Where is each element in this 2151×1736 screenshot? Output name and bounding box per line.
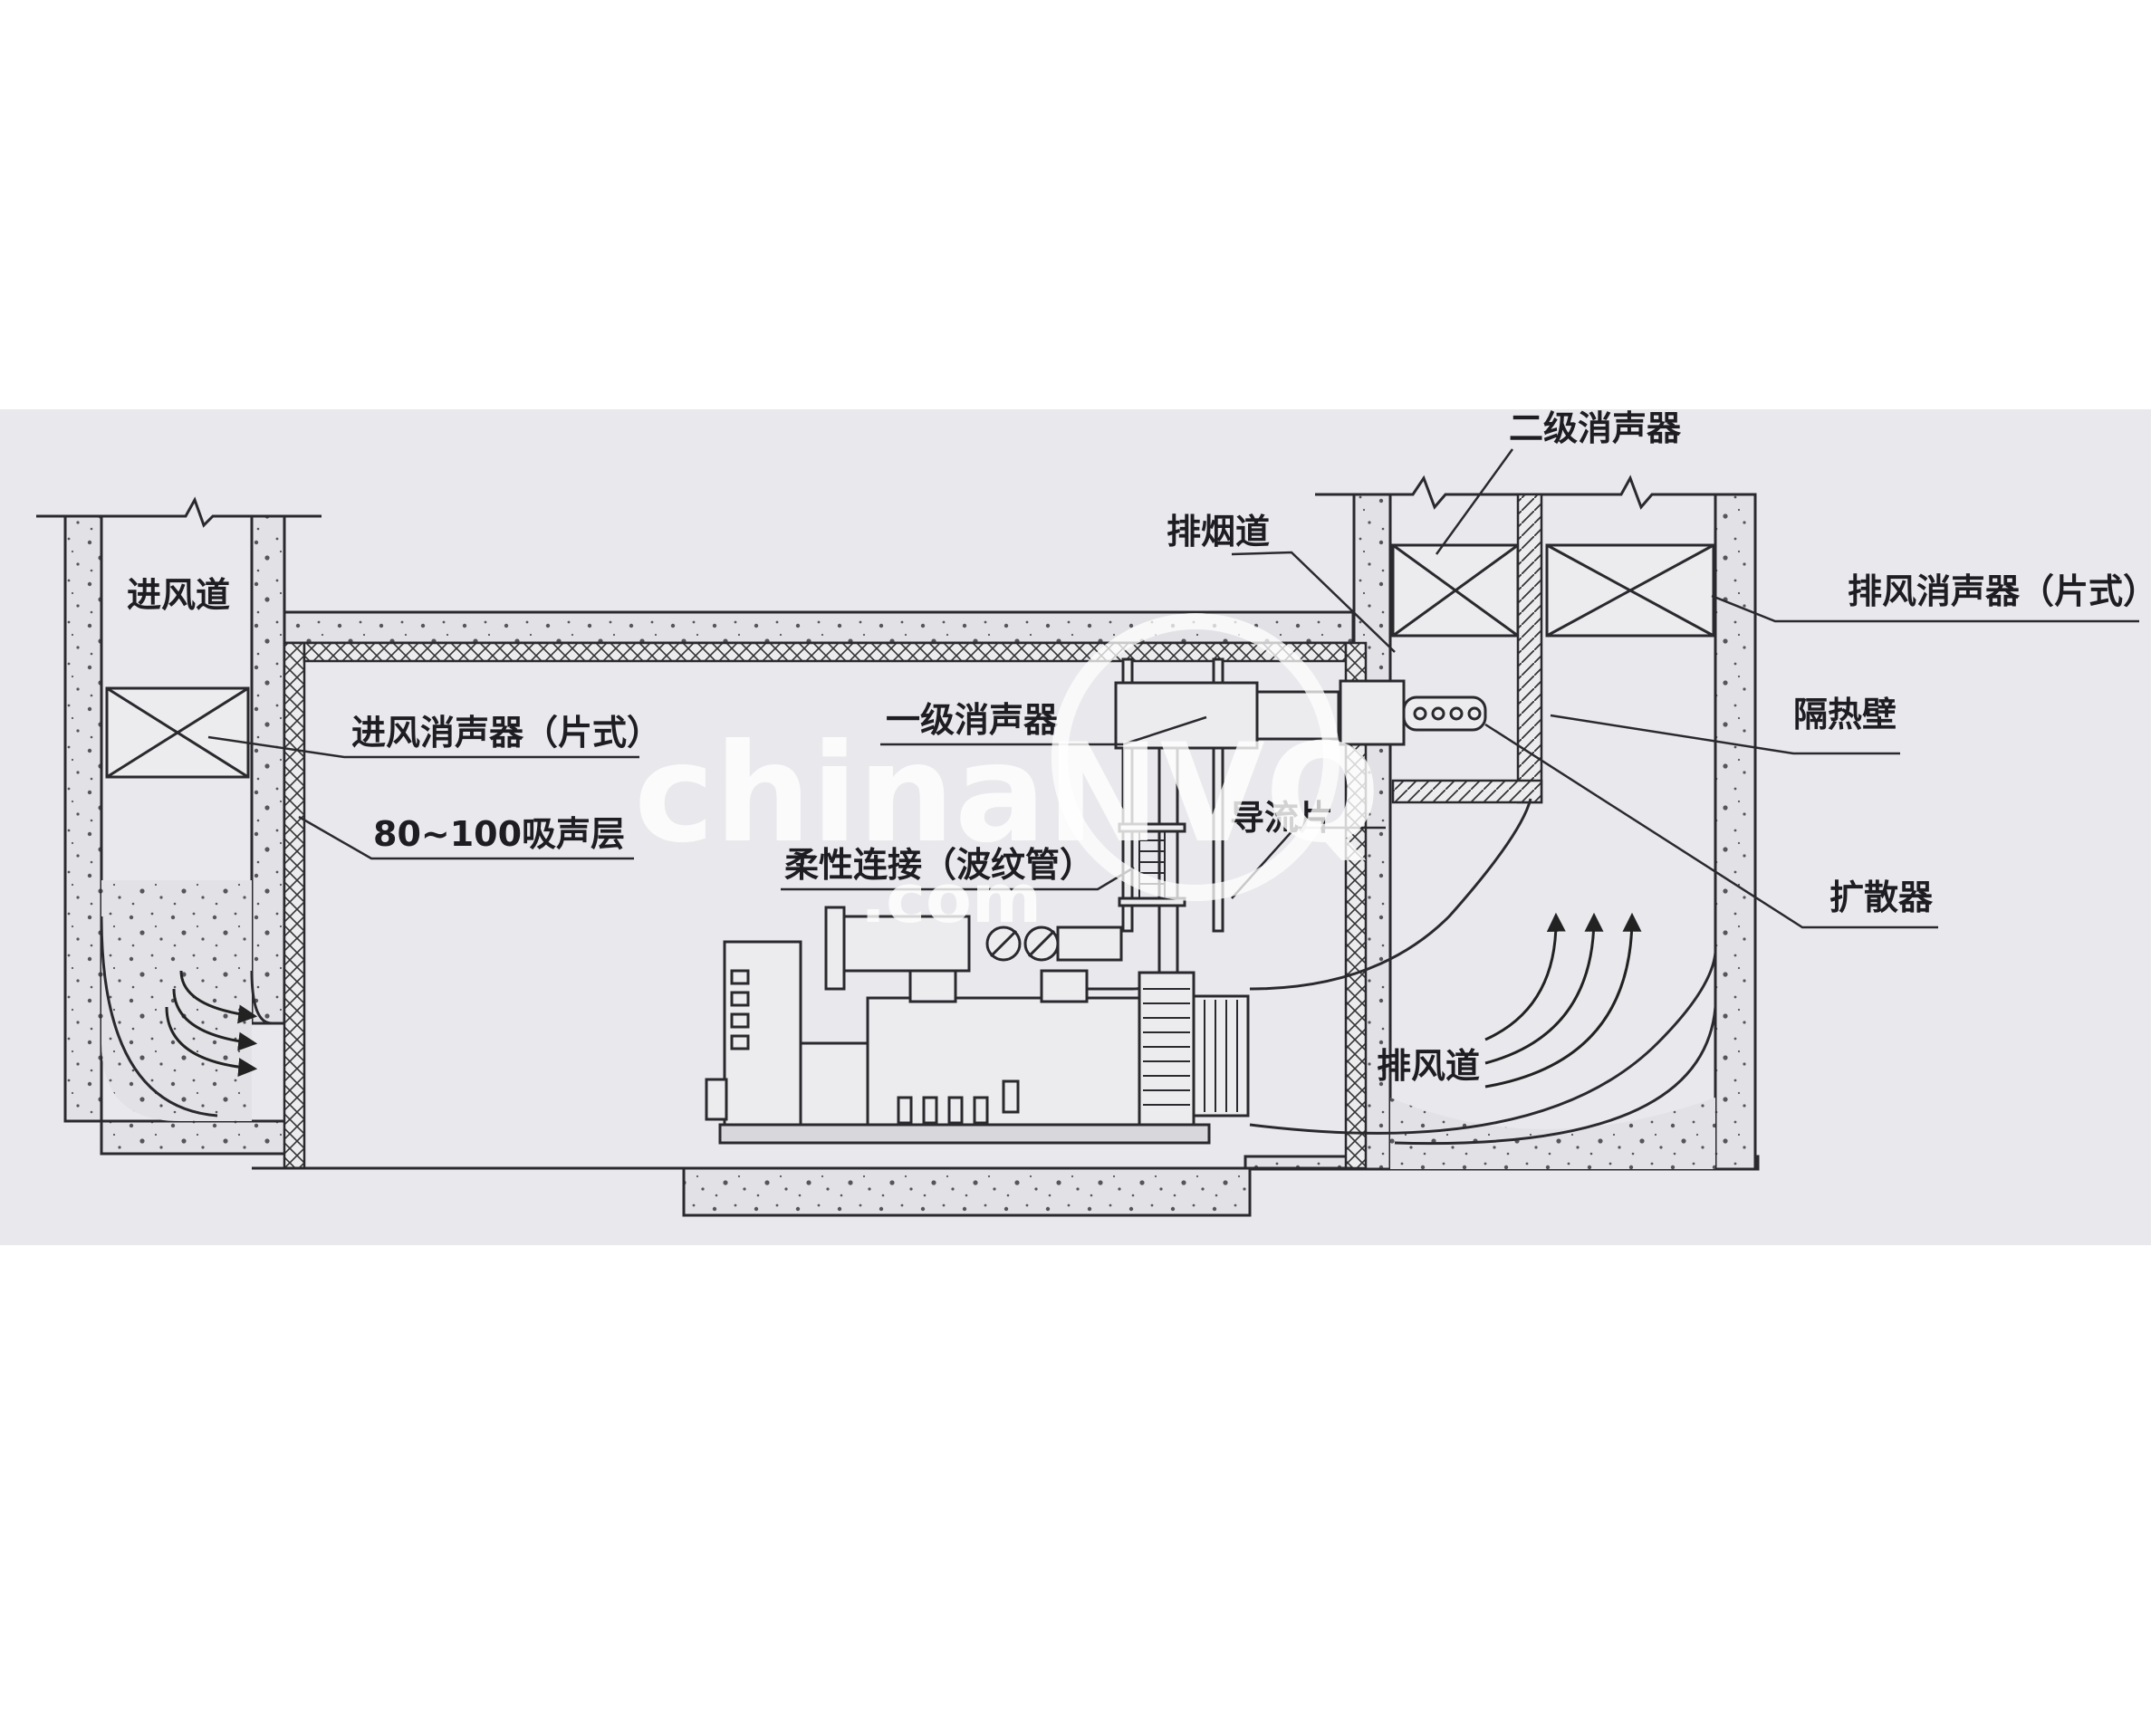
label-intake-duct: 进风道: [127, 575, 230, 615]
label-exhaust-duct: 排风道: [1377, 1046, 1480, 1086]
watermark: chinaNVQ .com: [634, 613, 1380, 938]
label-secondary-silencer: 二级消声器: [1509, 409, 1682, 448]
watermark-text: chinaNVQ: [634, 715, 1380, 873]
diagram-photo: 进风道 进风消声器（片式） 80~100吸声层 一级消声器 柔性连接（波纹管） …: [0, 409, 2151, 1245]
label-primary-silencer: 一级消声器: [886, 700, 1059, 740]
label-diffuser: 扩散器: [1829, 878, 1934, 917]
watermark-domain: .com: [860, 860, 1042, 938]
label-heat-shield: 隔热壁: [1793, 695, 1897, 734]
label-flue: 排烟道: [1167, 512, 1270, 551]
label-intake-silencer: 进风消声器（片式）: [351, 713, 661, 753]
label-absorption-layer: 80~100吸声层: [373, 814, 625, 854]
generator-room-diagram: 进风道 进风消声器（片式） 80~100吸声层 一级消声器 柔性连接（波纹管） …: [36, 409, 2151, 1217]
label-exhaust-silencer: 排风消声器（片式）: [1848, 571, 2151, 611]
label-flexible-connection: 柔性连接（波纹管）: [784, 845, 1094, 885]
